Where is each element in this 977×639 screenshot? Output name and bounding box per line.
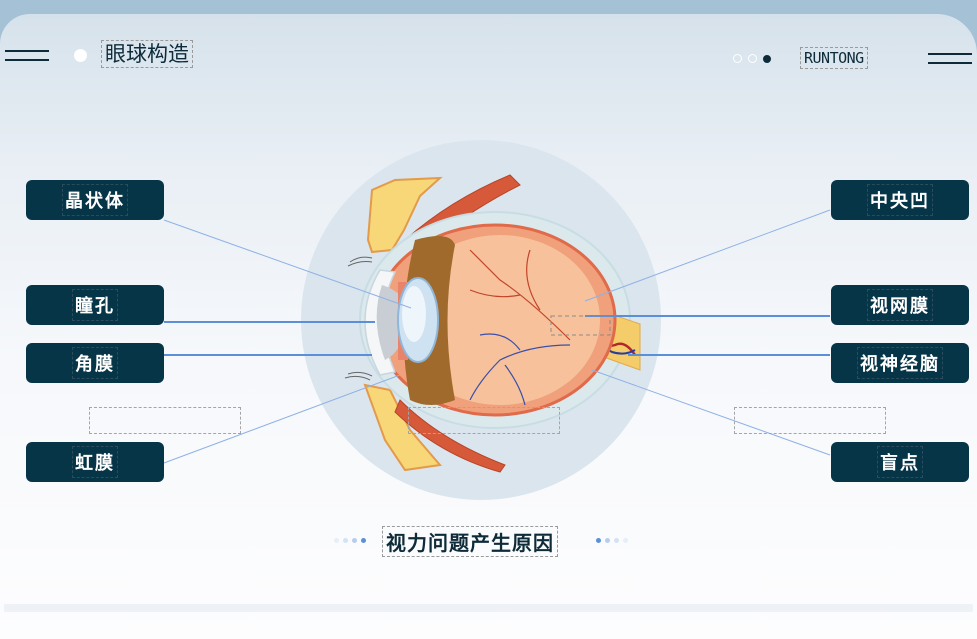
pager-dot-2[interactable]: [748, 54, 757, 63]
menu-left-icon[interactable]: [5, 50, 49, 61]
decor-dots-right: [596, 538, 628, 543]
connector-lines: [163, 209, 831, 464]
title-bullet-icon: [74, 49, 87, 62]
label-blind-spot[interactable]: 盲点: [831, 442, 969, 482]
empty-textbox-center[interactable]: [408, 407, 560, 434]
label-cornea[interactable]: 角膜: [26, 343, 164, 383]
empty-textbox-left[interactable]: [89, 407, 241, 434]
eye-illustration: [344, 174, 641, 473]
pager: [733, 54, 771, 63]
label-iris[interactable]: 虹膜: [26, 442, 164, 482]
empty-textbox-right[interactable]: [734, 407, 886, 434]
label-lens[interactable]: 晶状体: [26, 180, 164, 220]
section-title[interactable]: 视力问题产生原因: [382, 526, 558, 557]
label-fovea[interactable]: 中央凹: [831, 180, 969, 220]
page-title[interactable]: 眼球构造: [101, 40, 193, 68]
label-pupil[interactable]: 瞳孔: [26, 285, 164, 325]
menu-right-icon[interactable]: [928, 53, 972, 64]
label-optic-nerve[interactable]: 视神经脑: [831, 343, 969, 383]
pager-dot-1[interactable]: [733, 54, 742, 63]
slide: 眼球构造 RUNTONG: [0, 14, 977, 639]
pager-dot-3-active[interactable]: [763, 54, 771, 63]
brand-name[interactable]: RUNTONG: [800, 47, 868, 69]
label-retina[interactable]: 视网膜: [831, 285, 969, 325]
bottom-divider: [4, 604, 973, 612]
decor-dots-left: [334, 538, 366, 543]
